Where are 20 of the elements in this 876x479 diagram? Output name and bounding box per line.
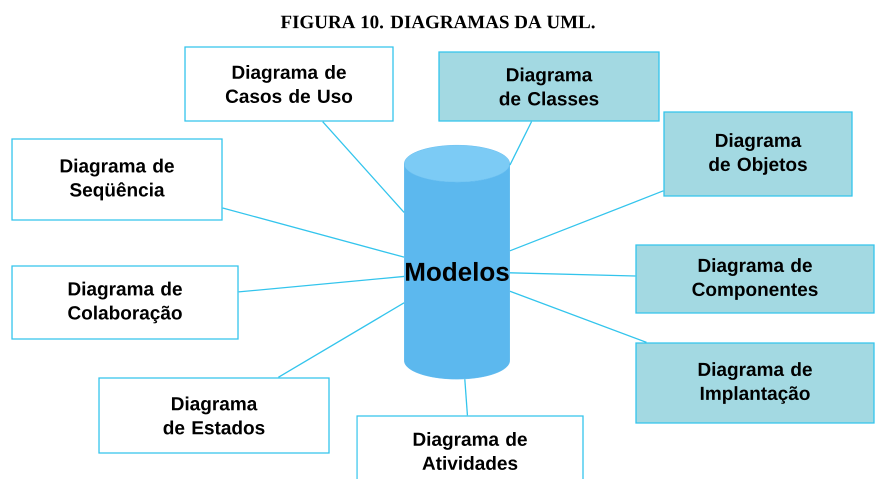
diagram-box: Diagrama de Colaboração xyxy=(11,265,239,340)
diagram-box: Diagrama de Componentes xyxy=(635,244,875,314)
diagram-box: Diagrama de Implantação xyxy=(635,342,875,424)
connector-line xyxy=(510,290,647,343)
diagram-box: Diagrama de Casos de Uso xyxy=(184,46,394,122)
connector-line xyxy=(509,121,532,166)
diagram-box: Diagrama de Atividades xyxy=(356,415,584,479)
connector-line xyxy=(510,272,636,277)
figure-title: FIGURA 10. DIAGRAMAS DA UML. xyxy=(280,16,595,28)
connector-line xyxy=(222,207,404,258)
connector-line xyxy=(238,276,404,293)
connector-line xyxy=(464,379,468,416)
database-cylinder: Modelos xyxy=(404,144,510,380)
connector-line xyxy=(278,302,404,378)
diagram-box: Diagrama de Seqüência xyxy=(11,138,223,221)
diagram-box: Diagrama de Objetos xyxy=(663,111,853,197)
connector-line xyxy=(510,190,664,252)
diagram-box: Diagrama de Estados xyxy=(98,377,330,454)
connector-line xyxy=(322,121,405,213)
diagram-box: Diagrama de Classes xyxy=(438,51,660,122)
